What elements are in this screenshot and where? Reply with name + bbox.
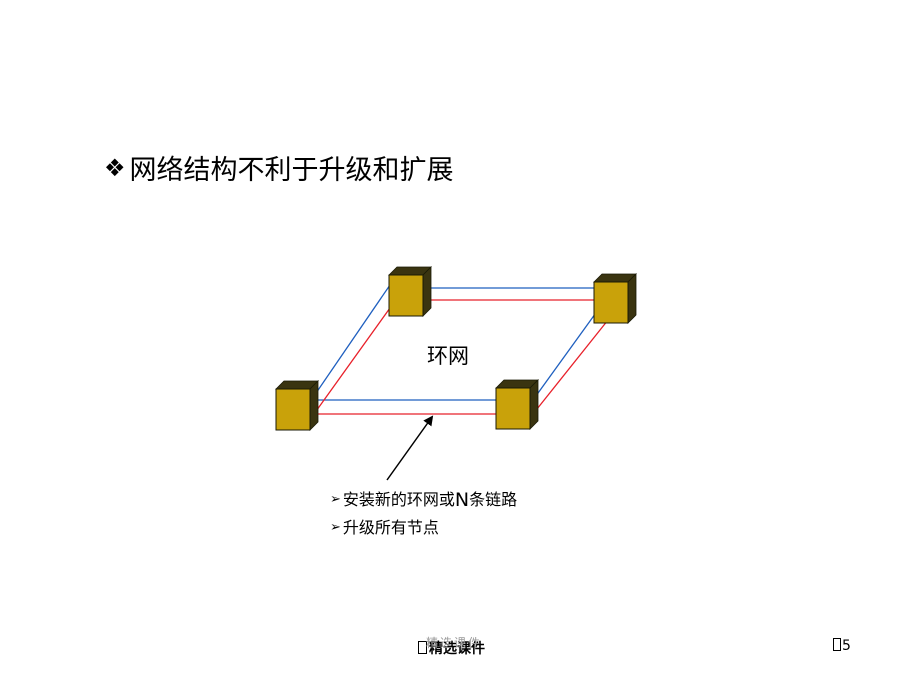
- footer-page-number: 5: [833, 638, 851, 654]
- note-text-tail: 条链路: [469, 490, 518, 509]
- notes-list: ➢ 安装新的环网或 N 条链路 ➢ 升级所有节点: [330, 486, 517, 542]
- note-text: 安装新的环网或: [342, 490, 455, 509]
- page-number: 5: [842, 638, 851, 654]
- link-left-outer: [313, 284, 391, 397]
- note-letter: N: [454, 489, 470, 511]
- link-left-inner: [313, 307, 391, 415]
- note-item: ➢ 升级所有节点: [330, 514, 517, 542]
- note-text: 升级所有节点: [342, 518, 439, 537]
- link-right-outer: [532, 309, 599, 401]
- arrow-bullet-icon: ➢: [330, 492, 341, 507]
- footer-text: 精选课件: [429, 641, 485, 657]
- node-top-left: [388, 266, 432, 317]
- footer-ghost-text: 精选课件: [426, 636, 483, 650]
- node-bottom-left: [275, 380, 319, 431]
- ring-network-label: 环网: [427, 344, 469, 368]
- slide-heading: ❖ 网络结构不利于升级和扩展: [104, 148, 454, 187]
- diamond-bullet-icon: ❖: [104, 153, 126, 182]
- footer-center: 精选课件 精选课件: [418, 636, 485, 658]
- missing-glyph-icon: [833, 638, 841, 651]
- arrow-bullet-icon: ➢: [330, 520, 341, 535]
- outer-ring-links: [313, 284, 599, 401]
- note-item: ➢ 安装新的环网或 N 条链路: [330, 486, 517, 514]
- node-top-right: [593, 273, 637, 324]
- link-right-inner: [532, 319, 609, 415]
- heading-text: 网络结构不利于升级和扩展: [129, 155, 454, 186]
- missing-glyph-icon: [418, 641, 427, 654]
- node-bottom-right: [495, 379, 539, 430]
- inner-ring-links: [313, 299, 609, 415]
- pointer-arrow: [386, 415, 434, 481]
